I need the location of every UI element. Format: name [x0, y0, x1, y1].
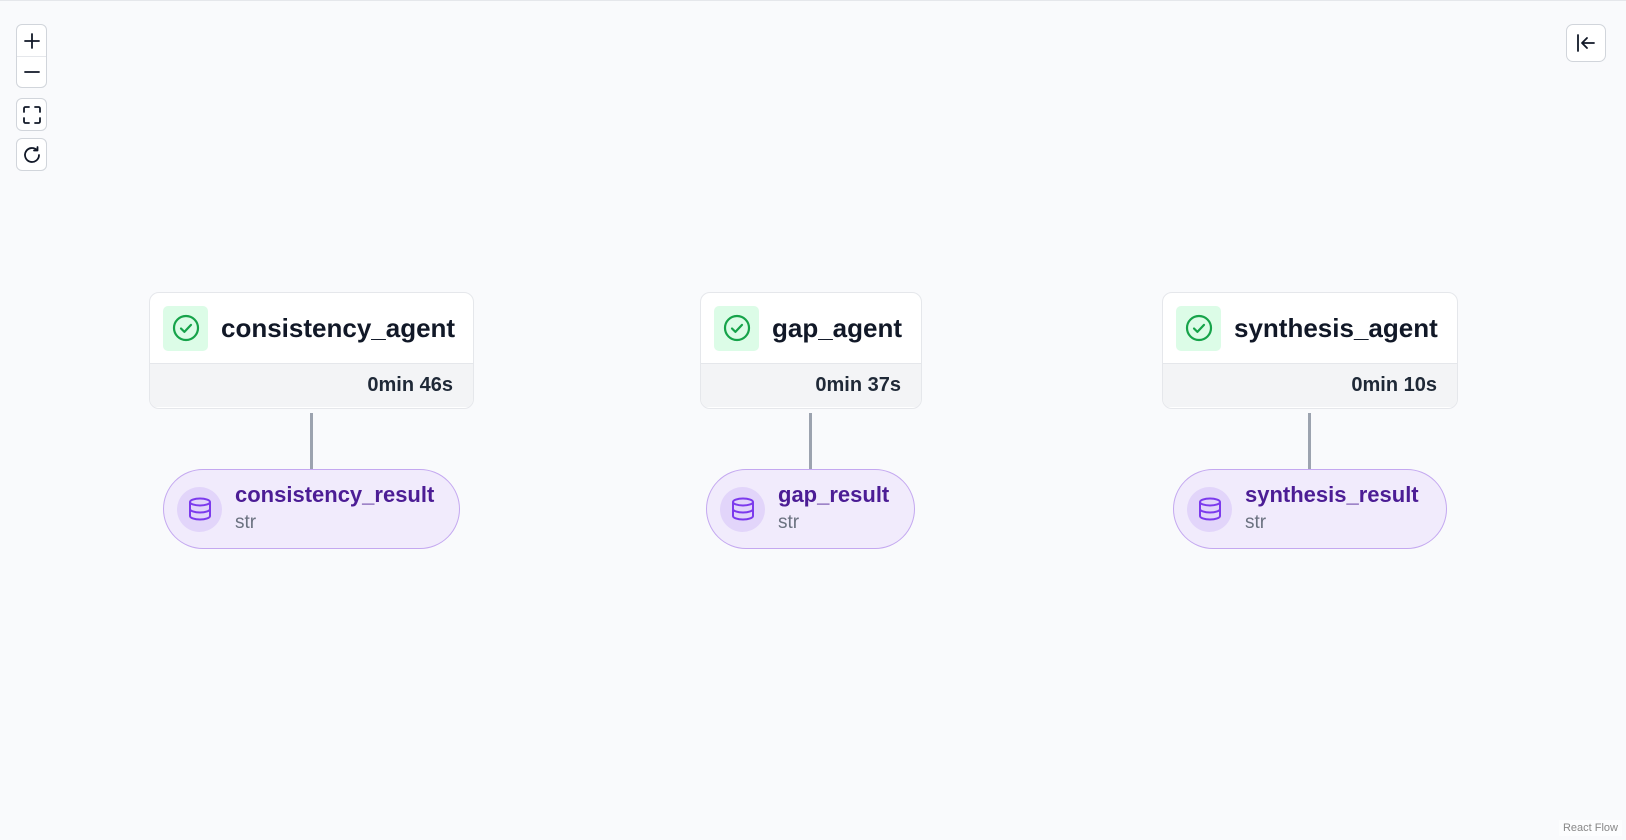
refresh-button[interactable]	[17, 139, 46, 170]
collapse-panel-icon	[1577, 34, 1595, 52]
agent-name: consistency_agent	[221, 312, 456, 343]
zoom-in-button[interactable]	[17, 25, 46, 56]
database-badge	[720, 486, 765, 532]
result-text: gap_result str	[778, 481, 889, 537]
agent-node-gap[interactable]: gap_agent 0min 37s	[700, 292, 922, 409]
check-circle-icon	[172, 314, 199, 342]
result-type: str	[235, 512, 257, 533]
database-icon	[1198, 497, 1221, 521]
agent-node-consistency[interactable]: consistency_agent 0min 46s	[149, 292, 474, 409]
result-type: str	[778, 512, 800, 533]
status-indicator	[1176, 305, 1221, 351]
result-name: consistency_result	[235, 482, 435, 507]
plus-icon	[23, 32, 40, 49]
minus-icon	[23, 71, 40, 73]
agent-duration: 0min 10s	[1163, 364, 1457, 407]
react-flow-attribution[interactable]: React Flow	[1558, 820, 1622, 836]
check-circle-icon	[723, 314, 750, 342]
agent-duration: 0min 37s	[701, 364, 921, 407]
result-text: consistency_result str	[235, 481, 434, 537]
result-node-gap[interactable]: gap_result str	[706, 469, 915, 549]
result-name: gap_result	[778, 482, 890, 507]
status-indicator	[714, 305, 759, 351]
result-type: str	[1245, 512, 1267, 533]
edge-synthesis	[1308, 413, 1311, 470]
database-badge	[1187, 486, 1232, 532]
database-icon	[188, 497, 211, 521]
result-node-synthesis[interactable]: synthesis_result str	[1173, 469, 1447, 549]
zoom-controls	[16, 24, 47, 88]
agent-name: synthesis_agent	[1234, 312, 1438, 343]
database-icon	[731, 497, 754, 521]
agent-node-header: consistency_agent	[150, 293, 473, 364]
result-node-consistency[interactable]: consistency_result str	[163, 469, 460, 549]
refresh-icon	[23, 145, 40, 163]
edge-consistency	[310, 413, 313, 470]
fit-view-icon	[22, 105, 41, 124]
fit-view-control	[16, 98, 47, 131]
zoom-out-button[interactable]	[17, 56, 46, 87]
result-name: synthesis_result	[1245, 482, 1419, 507]
agent-node-synthesis[interactable]: synthesis_agent 0min 10s	[1162, 292, 1458, 409]
database-badge	[177, 486, 222, 532]
collapse-panel-button[interactable]	[1566, 24, 1606, 62]
fit-view-button[interactable]	[17, 99, 46, 130]
check-circle-icon	[1185, 314, 1212, 342]
status-indicator	[163, 305, 208, 351]
result-text: synthesis_result str	[1245, 481, 1419, 537]
refresh-control	[16, 138, 47, 171]
agent-node-header: synthesis_agent	[1163, 293, 1457, 364]
agent-name: gap_agent	[772, 312, 903, 343]
agent-node-header: gap_agent	[701, 293, 921, 364]
agent-duration: 0min 46s	[150, 364, 473, 407]
edge-gap	[809, 413, 812, 470]
